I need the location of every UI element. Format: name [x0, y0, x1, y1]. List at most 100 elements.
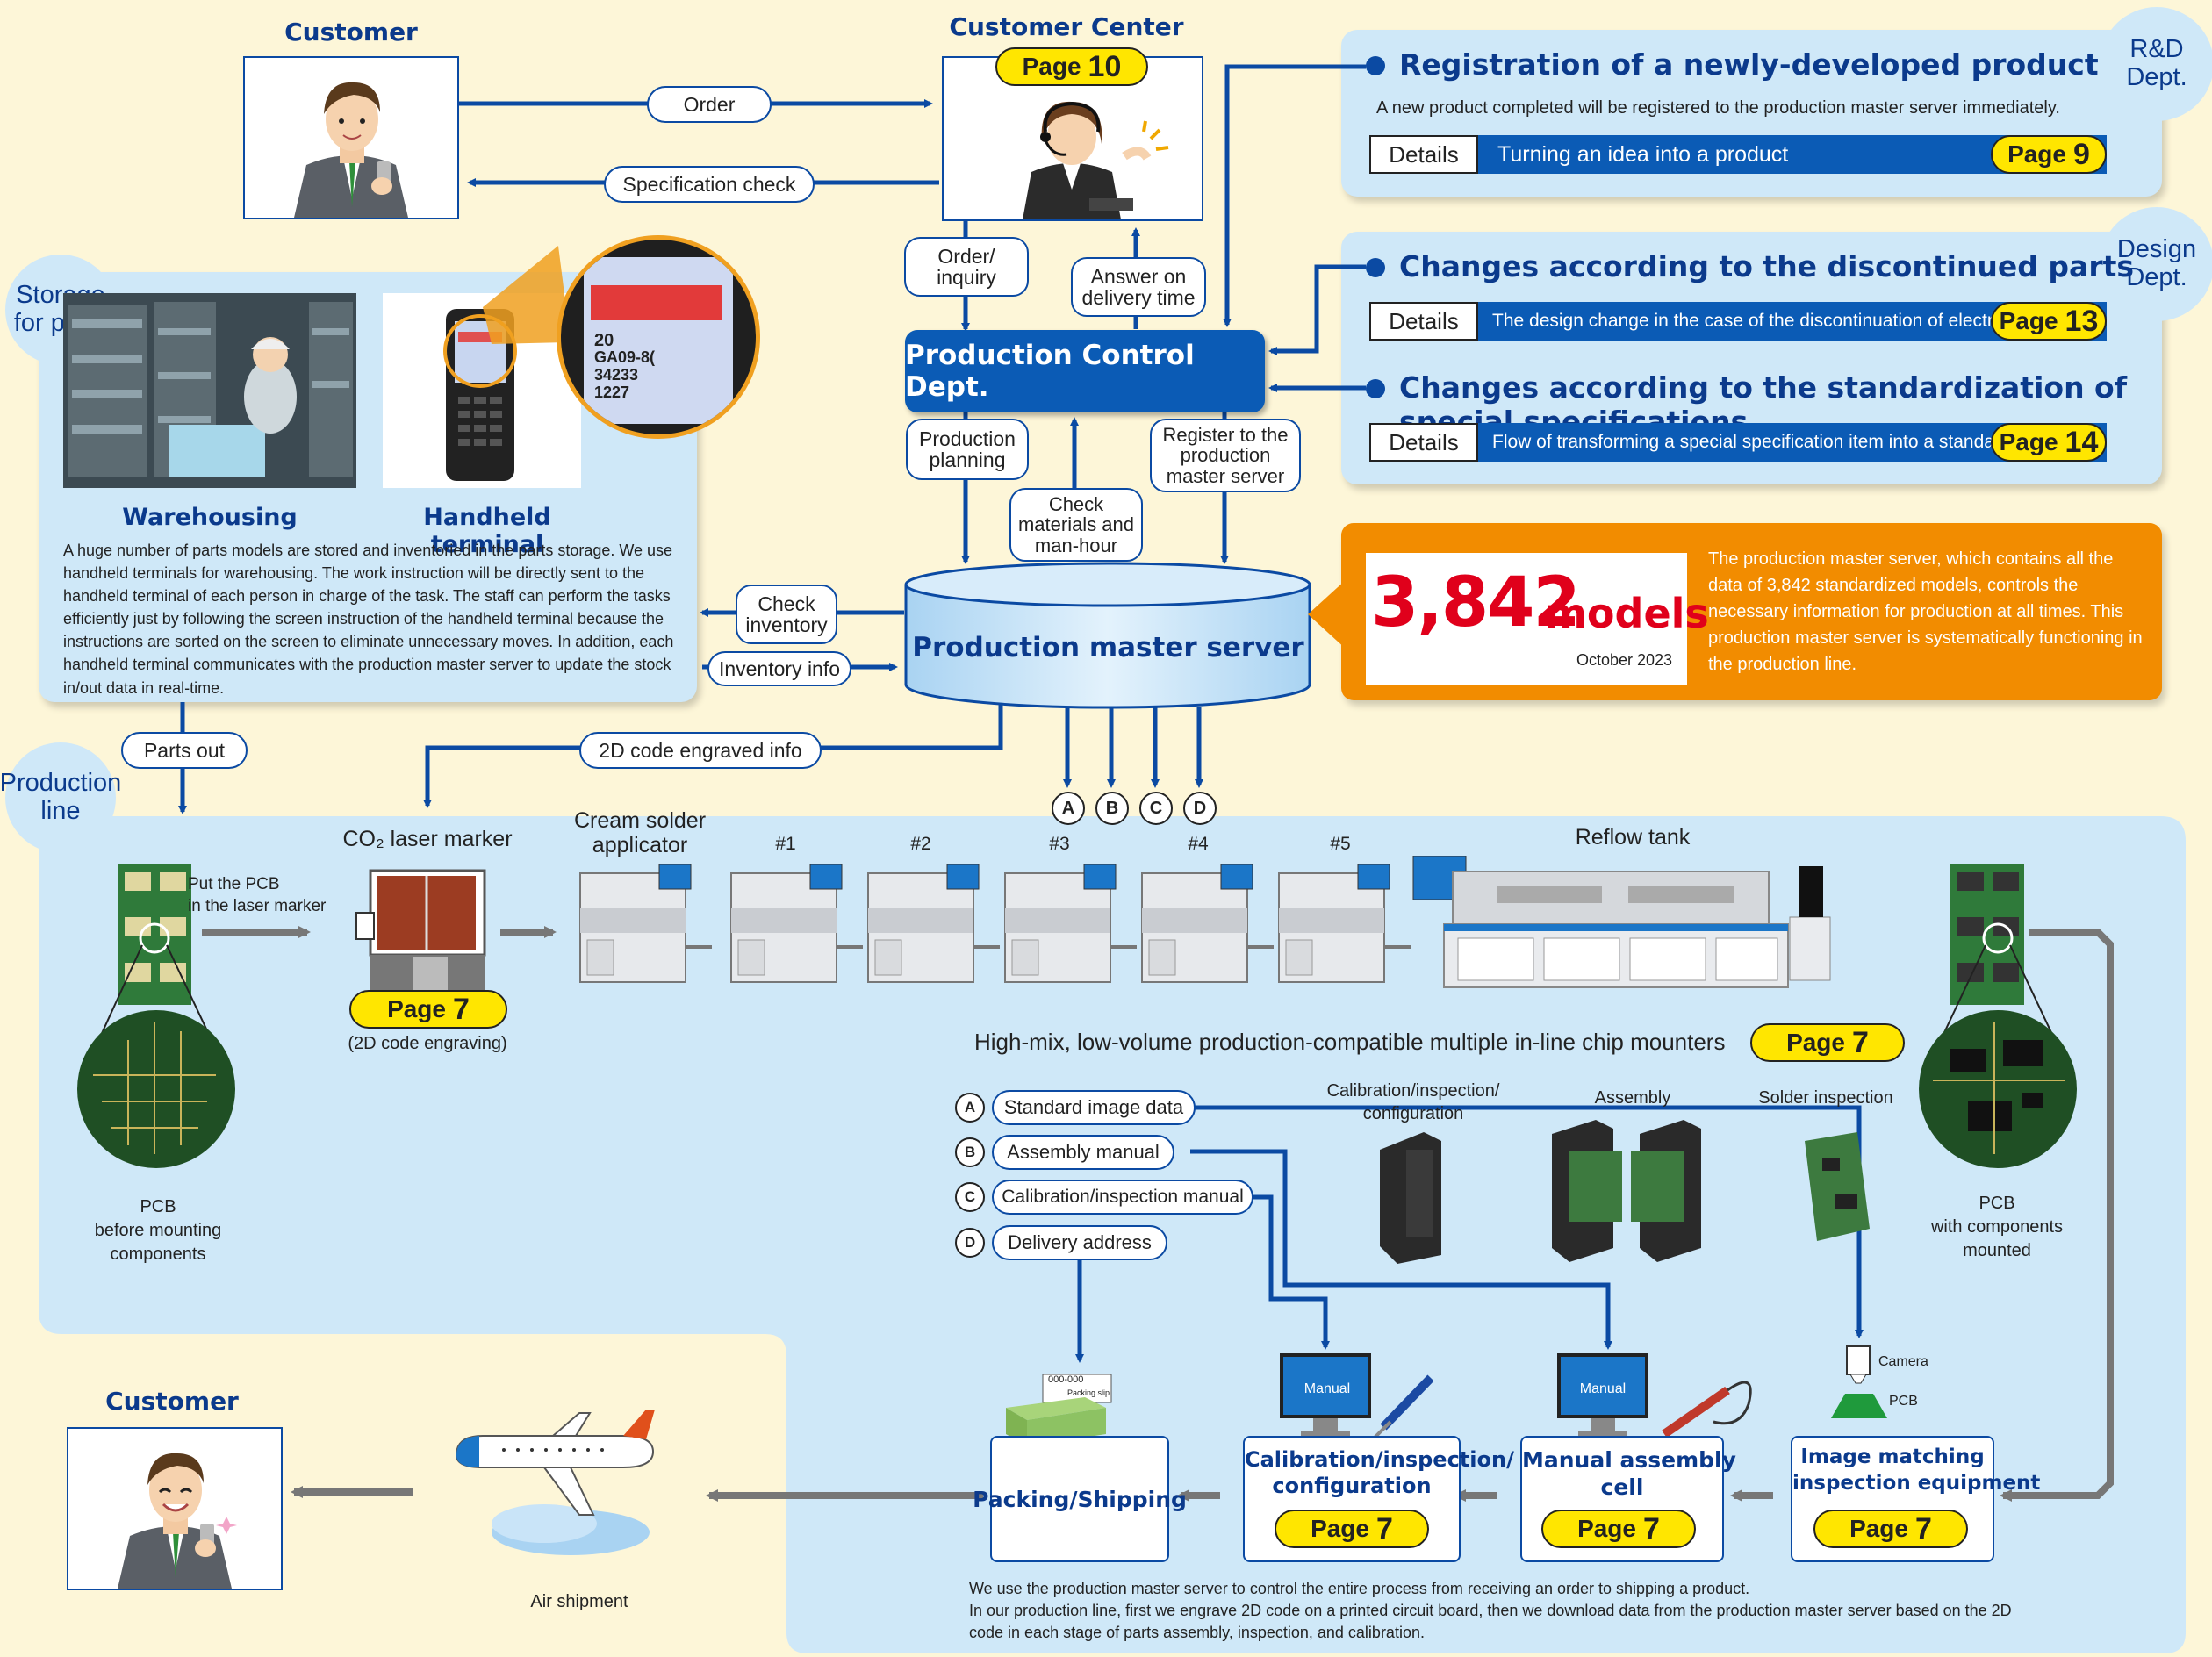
order-inquiry-label: Order/ inquiry [904, 237, 1029, 297]
screen-area: 20 GA09-8( 34233 1227 [584, 257, 733, 424]
details-label: Details [1369, 302, 1478, 341]
marker-a: A [1052, 792, 1085, 825]
terminal-screen-zoom: 20 GA09-8( 34233 1227 [557, 235, 760, 439]
laser-marker-image [356, 869, 486, 995]
engraving-caption: (2D code engraving) [348, 1034, 507, 1053]
air-shipment-caption: Air shipment [530, 1592, 628, 1611]
page-number: 7 [1376, 1511, 1393, 1546]
page-word: Page [1022, 53, 1081, 80]
item-b-marker: B [955, 1137, 985, 1167]
parts-out-label: Parts out [121, 732, 248, 769]
pcb-after-image [1919, 864, 2077, 1168]
image-matching-page-badge[interactable]: Page 7 [1813, 1510, 1968, 1548]
calibration-monitor-icon [1280, 1353, 1434, 1439]
item-d-label: Delivery address [992, 1225, 1167, 1260]
page-number: 10 [1088, 49, 1122, 83]
design-bullet-1 [1366, 258, 1385, 277]
zoom-connector [483, 246, 571, 344]
production-planning-label: Production planning [906, 419, 1029, 480]
screen-line-4: 1227 [594, 384, 630, 401]
page-word: Page [1311, 1515, 1369, 1542]
smt-line-machines [578, 856, 1831, 988]
production-control-dept[interactable]: Production Control Dept. [905, 330, 1265, 412]
engraved-info-label: 2D code engraved info [579, 732, 822, 769]
mounter-label-5: #5 [1330, 834, 1351, 854]
page-number: 9 [2073, 137, 2090, 171]
details-label: Details [1369, 423, 1478, 462]
manual-assembly-page-badge[interactable]: Page 7 [1541, 1510, 1696, 1548]
reflow-caption: Reflow tank [1575, 825, 1691, 850]
calibration-manual-label: Manual [1304, 1381, 1351, 1396]
page-word: Page [1786, 1029, 1845, 1056]
put-pcb-label: Put the PCB in the laser marker [188, 875, 327, 915]
models-count-box [1366, 553, 1687, 685]
warehouse-photo [63, 293, 356, 488]
page-number: 7 [453, 992, 470, 1026]
page-word: Page [1849, 1515, 1908, 1542]
rd-title: Registration of a newly-developed produc… [1399, 47, 2099, 82]
handheld-caption: Handheld terminal [423, 504, 551, 558]
models-date: October 2023 [1576, 651, 1673, 669]
models-text: The production master server, which cont… [1708, 549, 2143, 674]
models-count: 3,842 [1371, 563, 1581, 642]
pcb-after-caption: PCB with components mounted [1930, 1194, 2064, 1260]
page-word: Page [1999, 307, 2058, 334]
handheld-terminal-photo [383, 293, 581, 488]
calibration-station-label: Calibration/inspection/ configuration [1245, 1447, 1514, 1498]
production-line-footer: We use the production master server to c… [969, 1580, 2012, 1642]
mounter-label-1: #1 [775, 834, 796, 854]
item-d-marker: D [955, 1228, 985, 1258]
screen-red-row [591, 285, 722, 320]
production-line-tag: Production line [0, 742, 121, 853]
call-center-operator-icon [1023, 101, 1169, 219]
assembly-manual-label: Manual [1579, 1381, 1627, 1396]
mounter-label-3: #3 [1049, 834, 1070, 854]
warehousing-caption: Warehousing [122, 504, 298, 531]
design-dept-tab: Design Dept. [2100, 207, 2212, 321]
page-number: 7 [1643, 1511, 1660, 1546]
assembly-monitor-icon [1557, 1353, 1752, 1439]
cream-caption: Cream solder applicator [573, 808, 707, 857]
rd-text: A new product completed will be register… [1376, 98, 2060, 118]
packing-shipping-station[interactable]: Packing/Shipping [973, 1436, 1187, 1562]
check-materials-label: Check materials and man-hour [1009, 488, 1143, 562]
smiling-customer-icon [118, 1453, 237, 1589]
page-number: 7 [1915, 1511, 1932, 1546]
solder-caption: Solder inspection [1758, 1088, 1893, 1108]
design-title-1: Changes according to the discontinued pa… [1399, 249, 2135, 283]
marker-c: C [1139, 792, 1173, 825]
calibration-page-badge[interactable]: Page 7 [1275, 1510, 1429, 1548]
packing-slip-label: Packing slip [1067, 1388, 1110, 1397]
customer-center-page-badge[interactable]: Page 10 [995, 47, 1148, 86]
page-number: 7 [1852, 1025, 1869, 1059]
item-b-label: Assembly manual [992, 1135, 1174, 1170]
camera-label: Camera [1878, 1354, 1928, 1369]
customer-title: Customer [284, 18, 418, 47]
chip-mounter-page-badge[interactable]: Page 7 [1750, 1023, 1905, 1062]
register-server-label: Register to the production master server [1150, 419, 1301, 492]
design-bullet-2 [1366, 379, 1385, 398]
inventory-info-label: Inventory info [707, 651, 851, 686]
item-c-label: Calibration/inspection manual [992, 1180, 1253, 1215]
item-a-marker: A [955, 1093, 985, 1123]
rd-dept-tab: R&D Dept. [2100, 7, 2212, 121]
airplane-icon [455, 1410, 655, 1555]
server-label: Production master server [912, 632, 1304, 664]
pcb-before-caption: PCB before mounting components [94, 1197, 222, 1264]
pcb-before-image [77, 864, 235, 1168]
page-number: 13 [2065, 304, 2099, 338]
mounter-label-2: #2 [910, 834, 931, 854]
page-word: Page [1999, 428, 2058, 455]
callout-pointer [1308, 579, 1347, 649]
page-word: Page [1577, 1515, 1636, 1542]
mounter-label-4: #4 [1188, 834, 1209, 854]
solder-product-image [1805, 1132, 1870, 1241]
spec-check-label: Specification check [604, 166, 815, 203]
design-page-badge-1[interactable]: Page 13 [1991, 302, 2107, 341]
screen-line-2: GA09-8( [594, 348, 656, 366]
production-master-server[interactable] [904, 562, 1312, 711]
